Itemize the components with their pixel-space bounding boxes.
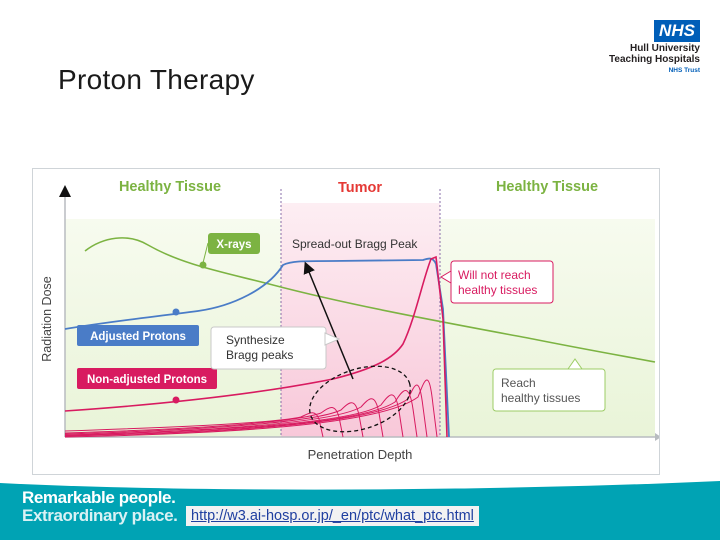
synthesis-arrow	[303, 261, 354, 380]
reach-line-1: Reach	[501, 376, 536, 390]
slide-title: Proton Therapy	[58, 64, 255, 95]
adjusted-label-box	[77, 325, 199, 346]
logo-line-1: Hull University	[629, 43, 700, 54]
tagline-primary: Remarkable people.	[22, 488, 176, 507]
synthesize-callout-pointer	[324, 332, 341, 346]
nonadjusted-label: Non-adjusted Protons	[87, 374, 207, 386]
xray-label-box	[208, 233, 260, 254]
adjusted-protons-marker	[172, 308, 180, 316]
synthesize-line-2: Bragg peaks	[226, 348, 293, 362]
reach-callout	[492, 368, 606, 412]
header-healthy-right: Healthy Tissue	[496, 179, 598, 195]
synthesis-highlight	[309, 365, 411, 433]
tagline-secondary: Extraordinary place.	[22, 506, 178, 525]
will-not-reach-line-1: Will not reach	[458, 268, 531, 282]
xray-marker	[199, 261, 207, 269]
bragg-peak-family	[64, 379, 438, 438]
proton-therapy-diagram: Healthy Tissue Tumor Healthy Tissue Radi…	[32, 168, 660, 475]
logo-line-2: Teaching Hospitals	[609, 54, 700, 65]
synthesize-line-1: Synthesize	[226, 333, 285, 347]
header-healthy-left: Healthy Tissue	[119, 179, 221, 195]
xray-label: X-rays	[216, 239, 251, 251]
adjusted-protons-curve	[64, 257, 450, 438]
source-link[interactable]: http://w3.ai-hosp.or.jp/_en/ptc/what_ptc…	[186, 506, 479, 526]
xray-leader	[202, 242, 209, 264]
nonadjusted-protons-marker	[172, 396, 180, 404]
x-axis-label: Penetration Depth	[308, 447, 413, 462]
diagram-canvas: Healthy Tissue Tumor Healthy Tissue Radi…	[40, 179, 659, 462]
xray-curve	[84, 237, 656, 363]
adjusted-label: Adjusted Protons	[90, 331, 186, 343]
logo-line-3: NHS Trust	[668, 67, 700, 74]
synthesize-callout	[210, 326, 327, 370]
will-not-reach-line-2: healthy tissues	[458, 283, 537, 297]
tumor-region	[281, 203, 440, 437]
will-not-reach-pointer	[440, 270, 452, 284]
x-axis-arrow	[655, 433, 659, 441]
footer-wave	[0, 477, 720, 490]
reach-callout-pointer	[567, 358, 583, 370]
nhs-logo-mark: NHS	[654, 20, 700, 42]
nonadjusted-label-box	[77, 368, 217, 389]
y-axis-label: Radiation Dose	[40, 276, 54, 362]
nonadjusted-protons-curve	[64, 255, 448, 438]
reach-line-2: healthy tissues	[501, 391, 580, 405]
nhs-trust-logo: NHS Hull University Teaching Hospitals N…	[580, 20, 700, 80]
header-tumor: Tumor	[338, 180, 382, 196]
sobp-label: Spread-out Bragg Peak	[292, 237, 418, 251]
